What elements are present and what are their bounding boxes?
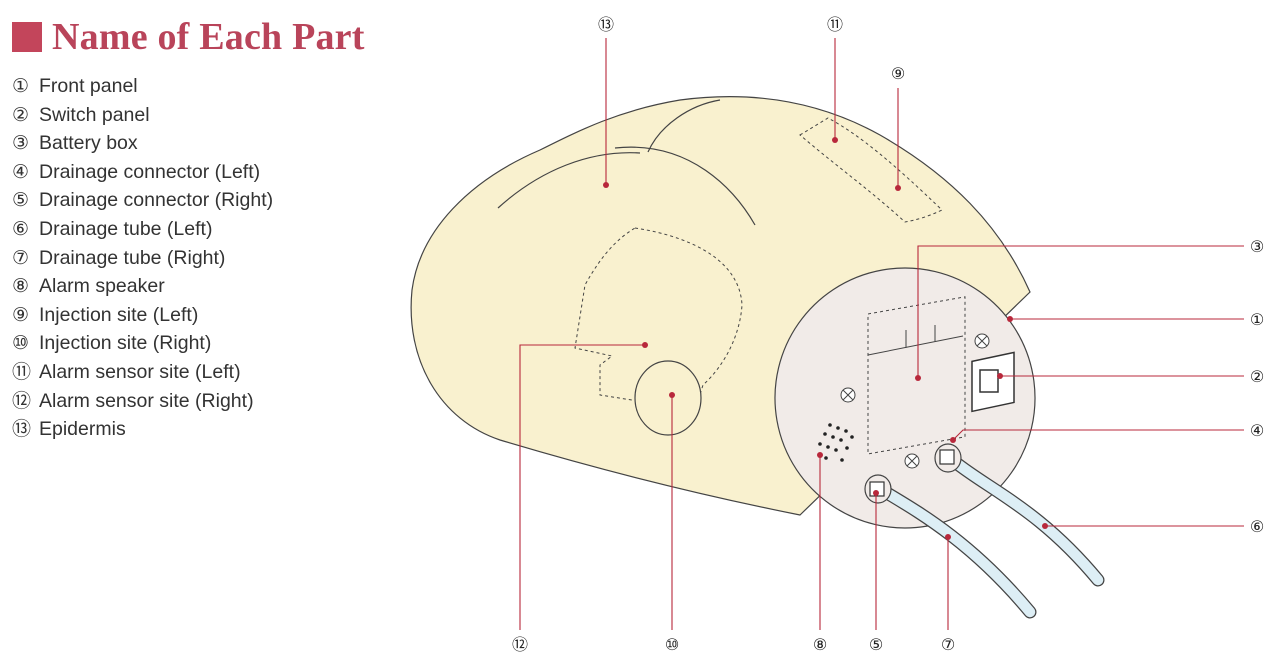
- callout-label: ⑧: [813, 635, 827, 654]
- screw-icon: [904, 453, 920, 469]
- legend-number: ⑧: [12, 275, 30, 298]
- callout-label: ⑥: [1250, 517, 1264, 536]
- drainage-connector-left: [934, 443, 962, 473]
- legend-label: Drainage connector (Right): [39, 189, 274, 212]
- injection-site-right: [634, 360, 702, 436]
- alarm-speaker: [818, 423, 854, 462]
- callout-label: ⑬: [598, 15, 614, 34]
- page-title: Name of Each Part: [52, 16, 365, 58]
- legend-label: Drainage tube (Left): [39, 217, 213, 240]
- callout-label: ⑫: [512, 635, 528, 654]
- legend-number: ③: [12, 132, 30, 155]
- legend-item: ⑪ Alarm sensor site (Left): [12, 358, 273, 387]
- body-contour-line: [647, 99, 721, 153]
- leader-dot: [603, 182, 609, 188]
- legend-label: Drainage connector (Left): [39, 160, 261, 183]
- drainage-tube-left-inner: [949, 456, 1104, 586]
- legend-item: ⑫ Alarm sensor site (Right): [12, 387, 273, 416]
- leader-dot: [1007, 316, 1013, 322]
- callout-label: ⑪: [827, 15, 843, 34]
- legend-item: ⑬ Epidermis: [12, 415, 273, 444]
- callout-label: ①: [1250, 310, 1264, 329]
- leader-dot: [895, 185, 901, 191]
- legend-item: ⑩ Injection site (Right): [12, 329, 273, 358]
- leader-dot: [669, 392, 675, 398]
- leader-dot: [945, 534, 951, 540]
- leader-dot: [873, 490, 879, 496]
- legend-number: ⑬: [12, 418, 32, 441]
- leader-dot: [642, 342, 648, 348]
- leader-dot: [915, 375, 921, 381]
- body-contour-line: [497, 152, 641, 209]
- legend-item: ② Switch panel: [12, 101, 273, 130]
- legend-number: ①: [12, 75, 30, 97]
- legend-item: ⑧ Alarm speaker: [12, 272, 273, 301]
- legend-number: ④: [12, 160, 30, 183]
- drainage-connector-right: [864, 474, 892, 504]
- leader-dot: [950, 437, 956, 443]
- legend-label: Alarm speaker: [39, 275, 165, 298]
- battery-box-line: [867, 325, 964, 356]
- callout-label: ⑨: [891, 64, 905, 83]
- drainage-tube-right-inner: [876, 484, 1036, 618]
- legend-number: ⑥: [12, 217, 30, 240]
- legend-item: ③ Battery box: [12, 129, 273, 158]
- legend-number: ⑩: [12, 332, 30, 355]
- legend-item: ⑦ Drainage tube (Right): [12, 244, 273, 273]
- front-panel: [774, 267, 1036, 529]
- legend-number: ⑦: [12, 246, 30, 269]
- legend-label: Front panel: [39, 75, 138, 97]
- legend-item: ⑥ Drainage tube (Left): [12, 215, 273, 244]
- legend-label: Switch panel: [39, 103, 150, 126]
- leader-dot: [817, 452, 823, 458]
- leader-dot: [1042, 523, 1048, 529]
- legend-item: ① Front panel: [12, 72, 273, 101]
- callout-label: ②: [1250, 367, 1264, 386]
- heading-square-icon: [12, 22, 42, 52]
- leader-line: [917, 245, 1244, 378]
- leader-line: [519, 344, 645, 630]
- body-contour-line: [614, 146, 756, 226]
- alarm-sensor-site-right-outline: [574, 227, 743, 411]
- legend-label: Injection site (Right): [39, 332, 212, 355]
- leader-dot: [997, 373, 1003, 379]
- legend-label: Alarm sensor site (Right): [39, 389, 254, 412]
- legend-item: ⑨ Injection site (Left): [12, 301, 273, 330]
- screw-icon: [974, 333, 990, 349]
- legend-number: ⑫: [12, 389, 32, 412]
- legend-item: ⑤ Drainage connector (Right): [12, 186, 273, 215]
- legend-number: ②: [12, 103, 30, 126]
- callout-label: ⑩: [665, 635, 679, 654]
- screw-icon: [840, 387, 856, 403]
- legend-number: ⑪: [12, 360, 32, 383]
- callout-label: ④: [1250, 421, 1264, 440]
- callout-label: ⑤: [869, 635, 883, 654]
- legend-label: Injection site (Left): [39, 303, 199, 326]
- legend-item: ④ Drainage connector (Left): [12, 158, 273, 187]
- leader-dot: [832, 137, 838, 143]
- switch-toggle: [979, 369, 999, 393]
- legend-label: Drainage tube (Right): [39, 246, 226, 269]
- callout-label: ③: [1250, 237, 1264, 256]
- legend-label: Epidermis: [39, 418, 126, 441]
- leader-line: [952, 429, 1244, 441]
- callout-label: ⑦: [941, 635, 955, 654]
- legend-number: ⑨: [12, 303, 30, 326]
- page-heading: Name of Each Part: [12, 14, 365, 60]
- battery-box: [867, 296, 966, 455]
- legend-label: Alarm sensor site (Left): [39, 360, 241, 383]
- legend-number: ⑤: [12, 189, 30, 212]
- legend-label: Battery box: [39, 132, 138, 155]
